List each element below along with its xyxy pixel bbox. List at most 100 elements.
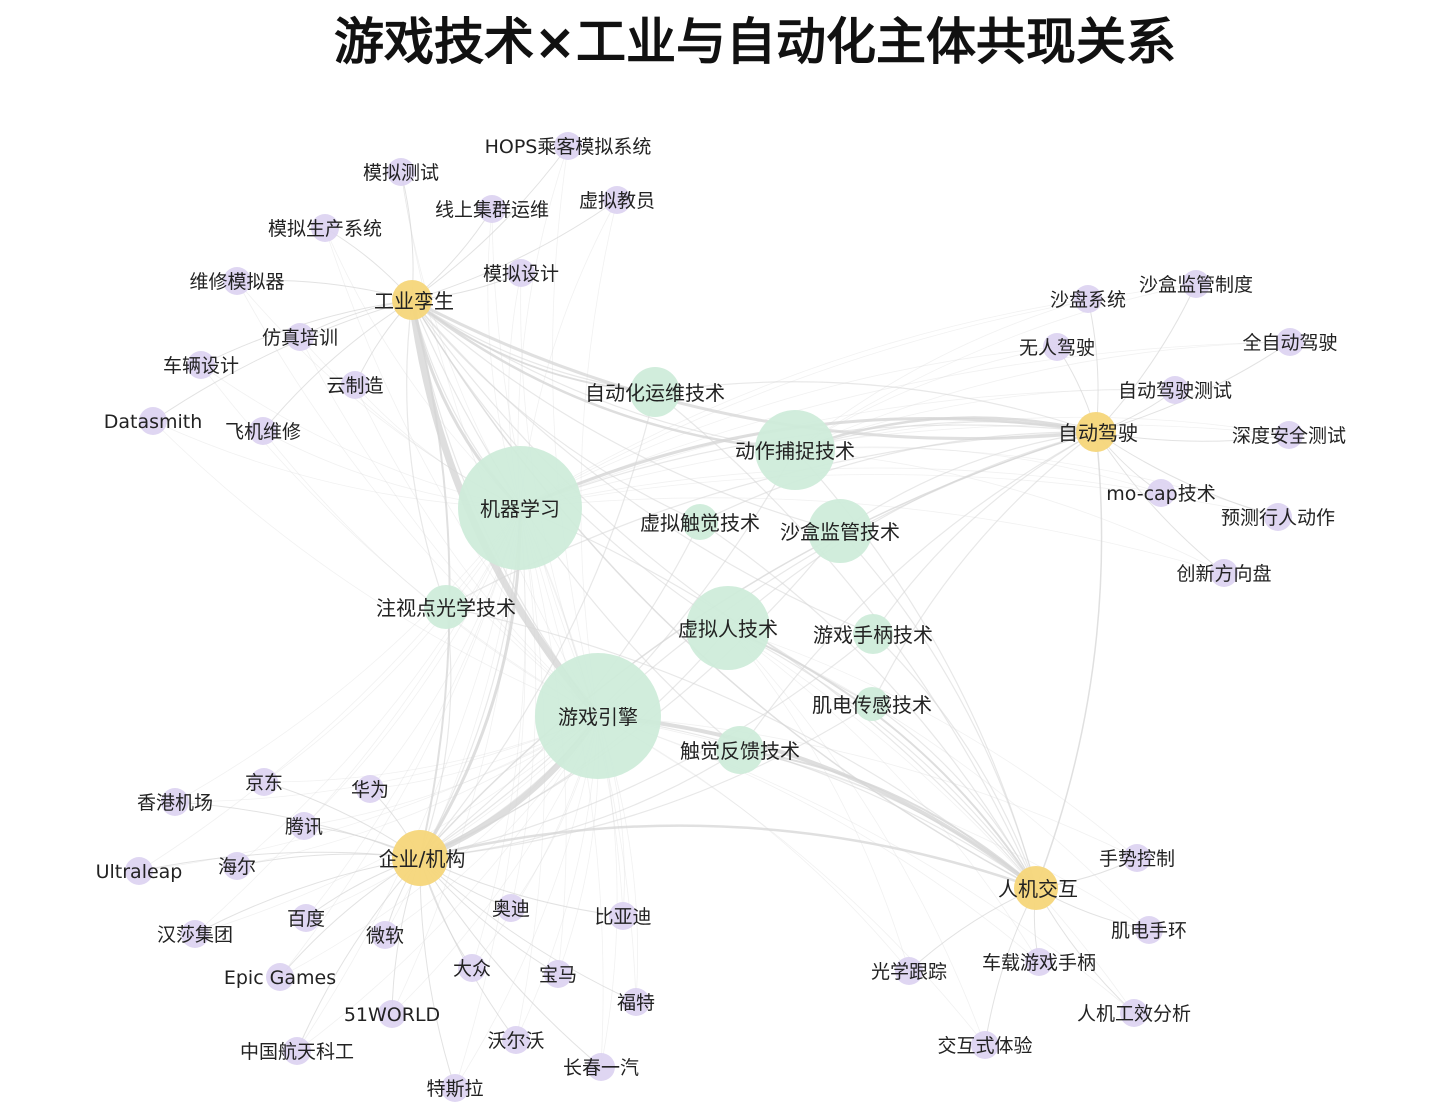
edge-line <box>871 431 1097 705</box>
entity-node-label: 长春一汽 <box>563 1057 639 1079</box>
edge-line <box>794 283 1197 451</box>
entity-node <box>1025 948 1053 976</box>
technology-node-label: 沙盒监管技术 <box>780 520 900 544</box>
edge-line <box>519 497 1225 574</box>
entity-node <box>458 954 486 982</box>
entity-node <box>181 920 209 948</box>
entity-node <box>1275 421 1303 449</box>
edge-line <box>391 507 521 1015</box>
entity-node <box>554 132 582 160</box>
entity-node-label: 香港机场 <box>137 792 213 814</box>
entity-node-label: 自动驾驶测试 <box>1118 380 1232 402</box>
edge-line <box>279 507 521 978</box>
entity-node <box>311 214 339 242</box>
edge-line <box>152 420 599 717</box>
entity-node-label: 沙盒监管制度 <box>1139 274 1253 296</box>
edge-line <box>597 715 1138 859</box>
edge-line <box>727 431 1097 629</box>
entity-node <box>125 857 153 885</box>
edge-line <box>411 299 701 523</box>
edge-line <box>519 507 604 1068</box>
entity-node <box>290 812 318 840</box>
entity-node <box>603 186 631 214</box>
entity-node <box>378 1000 406 1028</box>
entity-node-label: 百度 <box>287 908 325 930</box>
entity-node-label: 51WORLD <box>344 1004 440 1026</box>
edge-line <box>552 145 599 717</box>
entity-node-label: Datasmith <box>104 411 203 433</box>
edge-line <box>152 299 413 422</box>
entity-node-label: 人机工效分析 <box>1077 1003 1191 1025</box>
entity-node <box>356 775 384 803</box>
edge-line <box>1095 283 1197 433</box>
entity-node <box>161 788 189 816</box>
entity-node <box>1182 270 1210 298</box>
edge-line <box>794 416 1290 451</box>
entity-node-label: 车载游戏手柄 <box>982 952 1096 974</box>
entity-node <box>187 351 215 379</box>
edge-line <box>411 299 841 532</box>
edge-line <box>580 199 618 717</box>
edge-line <box>411 199 618 301</box>
entity-node <box>971 1031 999 1059</box>
edge-line <box>410 298 1098 441</box>
edge-line <box>194 507 521 935</box>
entity-node-label: 大众 <box>453 958 491 980</box>
entity-node <box>371 921 399 949</box>
technology-node-label: 机器学习 <box>480 497 560 521</box>
entity-node-label: 模拟测试 <box>363 162 439 184</box>
entity-node <box>544 960 572 988</box>
entity-node <box>622 988 650 1016</box>
edge-line <box>296 507 521 1052</box>
category-node <box>1076 412 1116 452</box>
entity-node <box>250 768 278 796</box>
entity-node <box>249 417 277 445</box>
entity-node-label: 仿真培训 <box>262 327 338 349</box>
entity-node-label: 腾讯 <box>285 816 323 838</box>
edge-line <box>1035 431 1103 889</box>
edge-line <box>174 507 521 803</box>
entity-node <box>1120 999 1148 1027</box>
entity-node-label: 飞机维修 <box>225 421 301 443</box>
entity-node-label: Ultraleap <box>96 861 183 883</box>
entity-node-label: 沙盘系统 <box>1050 289 1126 311</box>
entity-node-label: 比亚迪 <box>594 906 651 928</box>
entity-node-label: 中国航天科工 <box>240 1041 354 1063</box>
edge-line <box>839 530 1037 889</box>
edge-line <box>597 715 1037 889</box>
edge-line <box>1095 431 1225 574</box>
entity-node-label: 微软 <box>366 925 404 947</box>
technology-node <box>686 586 770 670</box>
edge-line <box>411 299 874 635</box>
entity-node <box>502 1026 530 1054</box>
technology-node-label: 游戏手柄技术 <box>813 623 933 647</box>
edge-line <box>727 627 910 972</box>
edge-line <box>296 857 421 1052</box>
edge-line <box>519 467 1162 509</box>
entity-node-label: 京东 <box>245 772 283 794</box>
edge-line <box>727 627 1135 1014</box>
entity-node-label: 车辆设计 <box>163 355 239 377</box>
technology-node <box>855 687 889 721</box>
edge-line <box>727 627 986 1046</box>
edge-line <box>793 416 1098 452</box>
edge-line <box>654 381 1097 433</box>
entity-node <box>1264 503 1292 531</box>
entity-node <box>497 894 525 922</box>
entity-node <box>283 1037 311 1065</box>
edge-line <box>419 857 602 1068</box>
entity-node <box>1074 285 1102 313</box>
edge-line <box>411 145 569 301</box>
edge-line <box>739 749 1037 889</box>
entity-node <box>341 371 369 399</box>
entity-node <box>223 852 251 880</box>
edge-line <box>200 364 599 717</box>
entity-node <box>507 259 535 287</box>
entity-node <box>1276 328 1304 356</box>
entity-node-label: 云制造 <box>326 375 383 397</box>
technology-node <box>424 585 468 629</box>
category-node <box>392 830 448 886</box>
edge-line <box>727 627 1138 859</box>
entity-node-label: 特斯拉 <box>426 1078 483 1100</box>
